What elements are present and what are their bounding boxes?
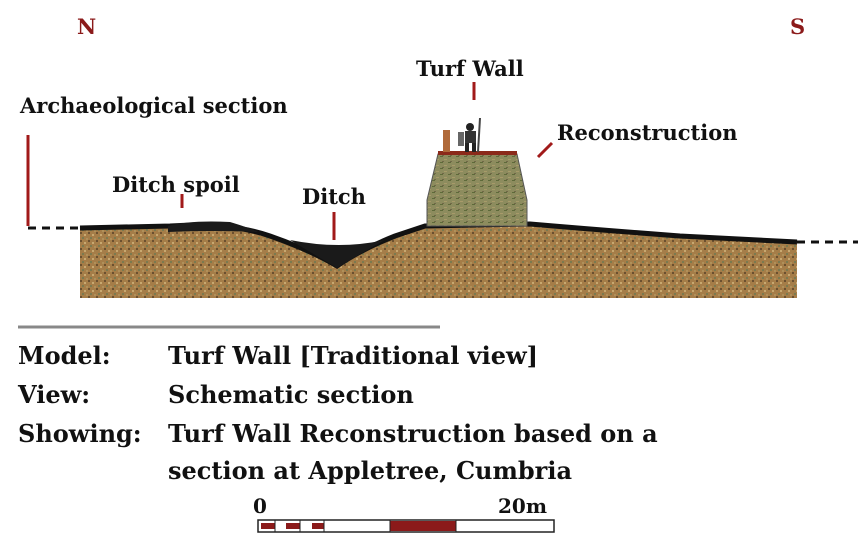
scale-start-label: 0 [253, 494, 267, 518]
archaeological-section-label: Archaeological section [20, 93, 288, 118]
view-value: Schematic section [168, 380, 414, 409]
model-key: Model: [18, 341, 111, 370]
scale-end-label: 20m [498, 494, 547, 518]
ditch-spoil-mound [168, 221, 258, 232]
ground-section [80, 224, 797, 298]
turf-wall-body [426, 153, 528, 227]
showing-key: Showing: [18, 419, 142, 448]
ditch-fill [290, 240, 385, 268]
parapet-post [443, 130, 450, 152]
ditch-label: Ditch [302, 184, 366, 209]
ditch-spoil-label: Ditch spoil [112, 172, 240, 197]
north-label: N [77, 14, 97, 39]
model-value: Turf Wall [Traditional view] [168, 341, 539, 370]
reconstruction-pointer [536, 141, 554, 159]
south-label: S [790, 14, 806, 39]
showing-value: Turf Wall Reconstruction based on a [168, 419, 658, 448]
rampart-walk [438, 151, 517, 155]
turf-wall-label: Turf Wall [416, 56, 524, 81]
scale-bar [257, 519, 555, 533]
showing-value-line2: section at Appletree, Cumbria [168, 456, 572, 485]
reconstruction-label: Reconstruction [557, 120, 738, 145]
view-key: View: [18, 380, 91, 409]
soldier-figure [458, 117, 481, 153]
